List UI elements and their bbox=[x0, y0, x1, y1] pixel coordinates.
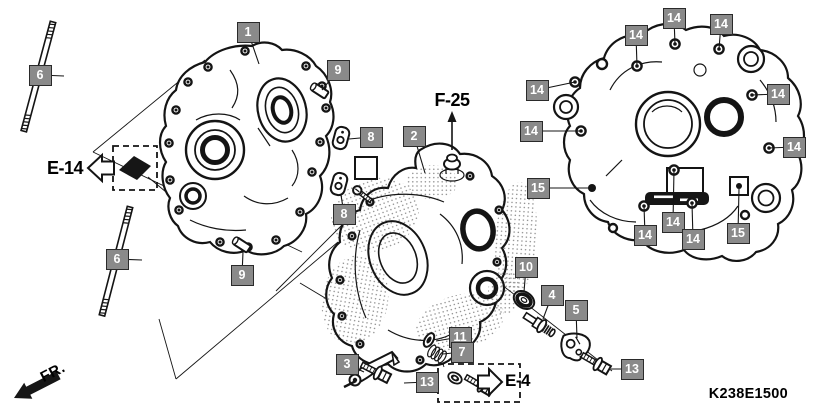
part-callout-4: 4 bbox=[540, 284, 564, 306]
blank-callout-box bbox=[354, 156, 378, 180]
oil-seal bbox=[512, 290, 536, 310]
cable-guide-plate-top bbox=[331, 125, 351, 151]
gasket-piece bbox=[119, 156, 151, 180]
cable-guide-plate-bottom bbox=[329, 171, 349, 197]
e14-reference-label: E-14 bbox=[47, 158, 84, 178]
part-callout-14: 14 bbox=[525, 79, 549, 101]
part-callout-14: 14 bbox=[661, 211, 685, 233]
crankcase-left bbox=[158, 41, 335, 256]
part-callout-8: 8 bbox=[359, 126, 383, 148]
f25-reference-label: F-25 bbox=[434, 90, 470, 110]
part-callout-14: 14 bbox=[782, 136, 806, 158]
part-callout-14: 14 bbox=[519, 120, 543, 142]
e14-detail-box bbox=[112, 145, 158, 191]
e4-washer bbox=[447, 371, 463, 385]
sealing-washer bbox=[422, 332, 436, 348]
e4-arrow-icon bbox=[477, 366, 504, 398]
part-callout-14: 14 bbox=[624, 24, 648, 46]
part-callout-6: 6 bbox=[28, 64, 52, 86]
part-callout-2: 2 bbox=[402, 125, 426, 147]
dowel-pin-top bbox=[309, 82, 330, 100]
small-screw bbox=[352, 185, 373, 204]
part-callout-3: 3 bbox=[335, 353, 359, 375]
dowel-pin-bottom bbox=[231, 236, 252, 254]
part-callout-13: 13 bbox=[620, 358, 644, 380]
e4-reference-label: E-4 bbox=[505, 371, 530, 390]
part-callout-15: 15 bbox=[726, 222, 750, 244]
part-callout-14: 14 bbox=[633, 224, 657, 246]
e14-arrow-icon bbox=[86, 152, 115, 184]
stopper-boss bbox=[729, 176, 749, 196]
part-callout-14: 14 bbox=[709, 13, 733, 35]
part-callout-14: 14 bbox=[766, 83, 790, 105]
part-callout-9: 9 bbox=[326, 59, 350, 81]
labelled-hole-markers bbox=[569, 38, 775, 212]
halftone-shading bbox=[321, 165, 538, 351]
part-callout-10: 10 bbox=[514, 256, 538, 278]
part-callout-5: 5 bbox=[564, 299, 588, 321]
flange-bolt-right bbox=[579, 351, 613, 376]
part-callout-9: 9 bbox=[230, 264, 254, 286]
part-callout-13: 13 bbox=[415, 371, 439, 393]
spring bbox=[427, 344, 447, 364]
part-callout-6: 6 bbox=[105, 248, 129, 270]
part-callout-14: 14 bbox=[681, 228, 705, 250]
f25-arrow-icon bbox=[447, 111, 457, 150]
part-callout-7: 7 bbox=[450, 341, 474, 363]
fr-arrow-icon bbox=[14, 371, 61, 399]
gearshift-spindle bbox=[522, 311, 556, 338]
part-callout-15: 15 bbox=[526, 177, 550, 199]
crankcase-right bbox=[552, 22, 806, 262]
part-callout-1: 1 bbox=[236, 21, 260, 43]
part-callout-14: 14 bbox=[662, 7, 686, 29]
part-callout-8: 8 bbox=[332, 203, 356, 225]
crankcase-middle bbox=[321, 142, 538, 373]
drawing-code: K238E1500 bbox=[708, 386, 788, 402]
flange-bolt-mid bbox=[359, 361, 393, 385]
oil-passage-bar bbox=[645, 192, 709, 205]
